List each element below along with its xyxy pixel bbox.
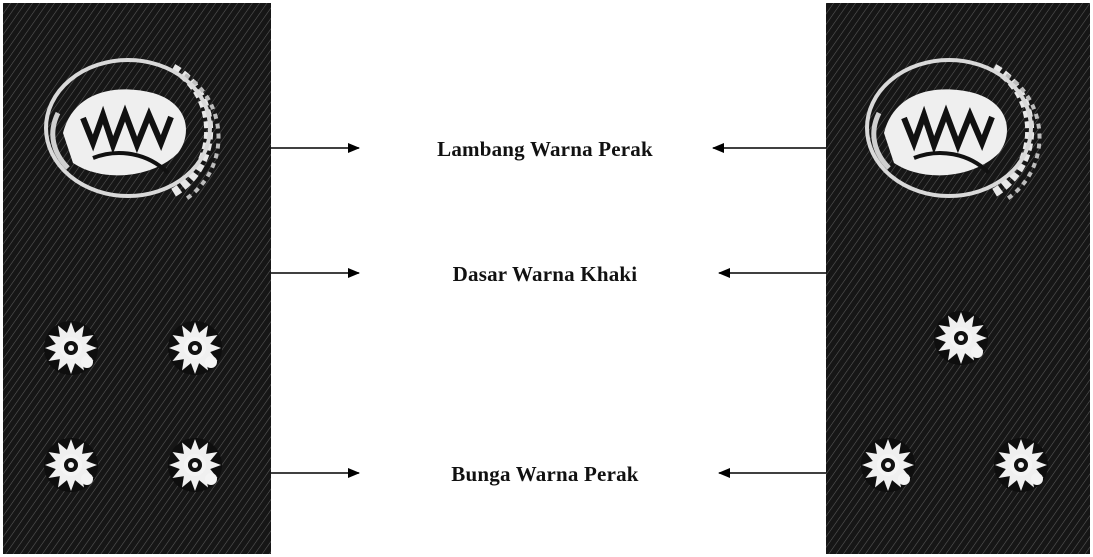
emblem-label: Lambang Warna Perak [437, 137, 653, 161]
base-label: Dasar Warna Khaki [452, 262, 638, 286]
right-shoulder-board [826, 3, 1090, 554]
left-shoulder-board [3, 3, 271, 554]
flower-label: Bunga Warna Perak [451, 462, 639, 486]
